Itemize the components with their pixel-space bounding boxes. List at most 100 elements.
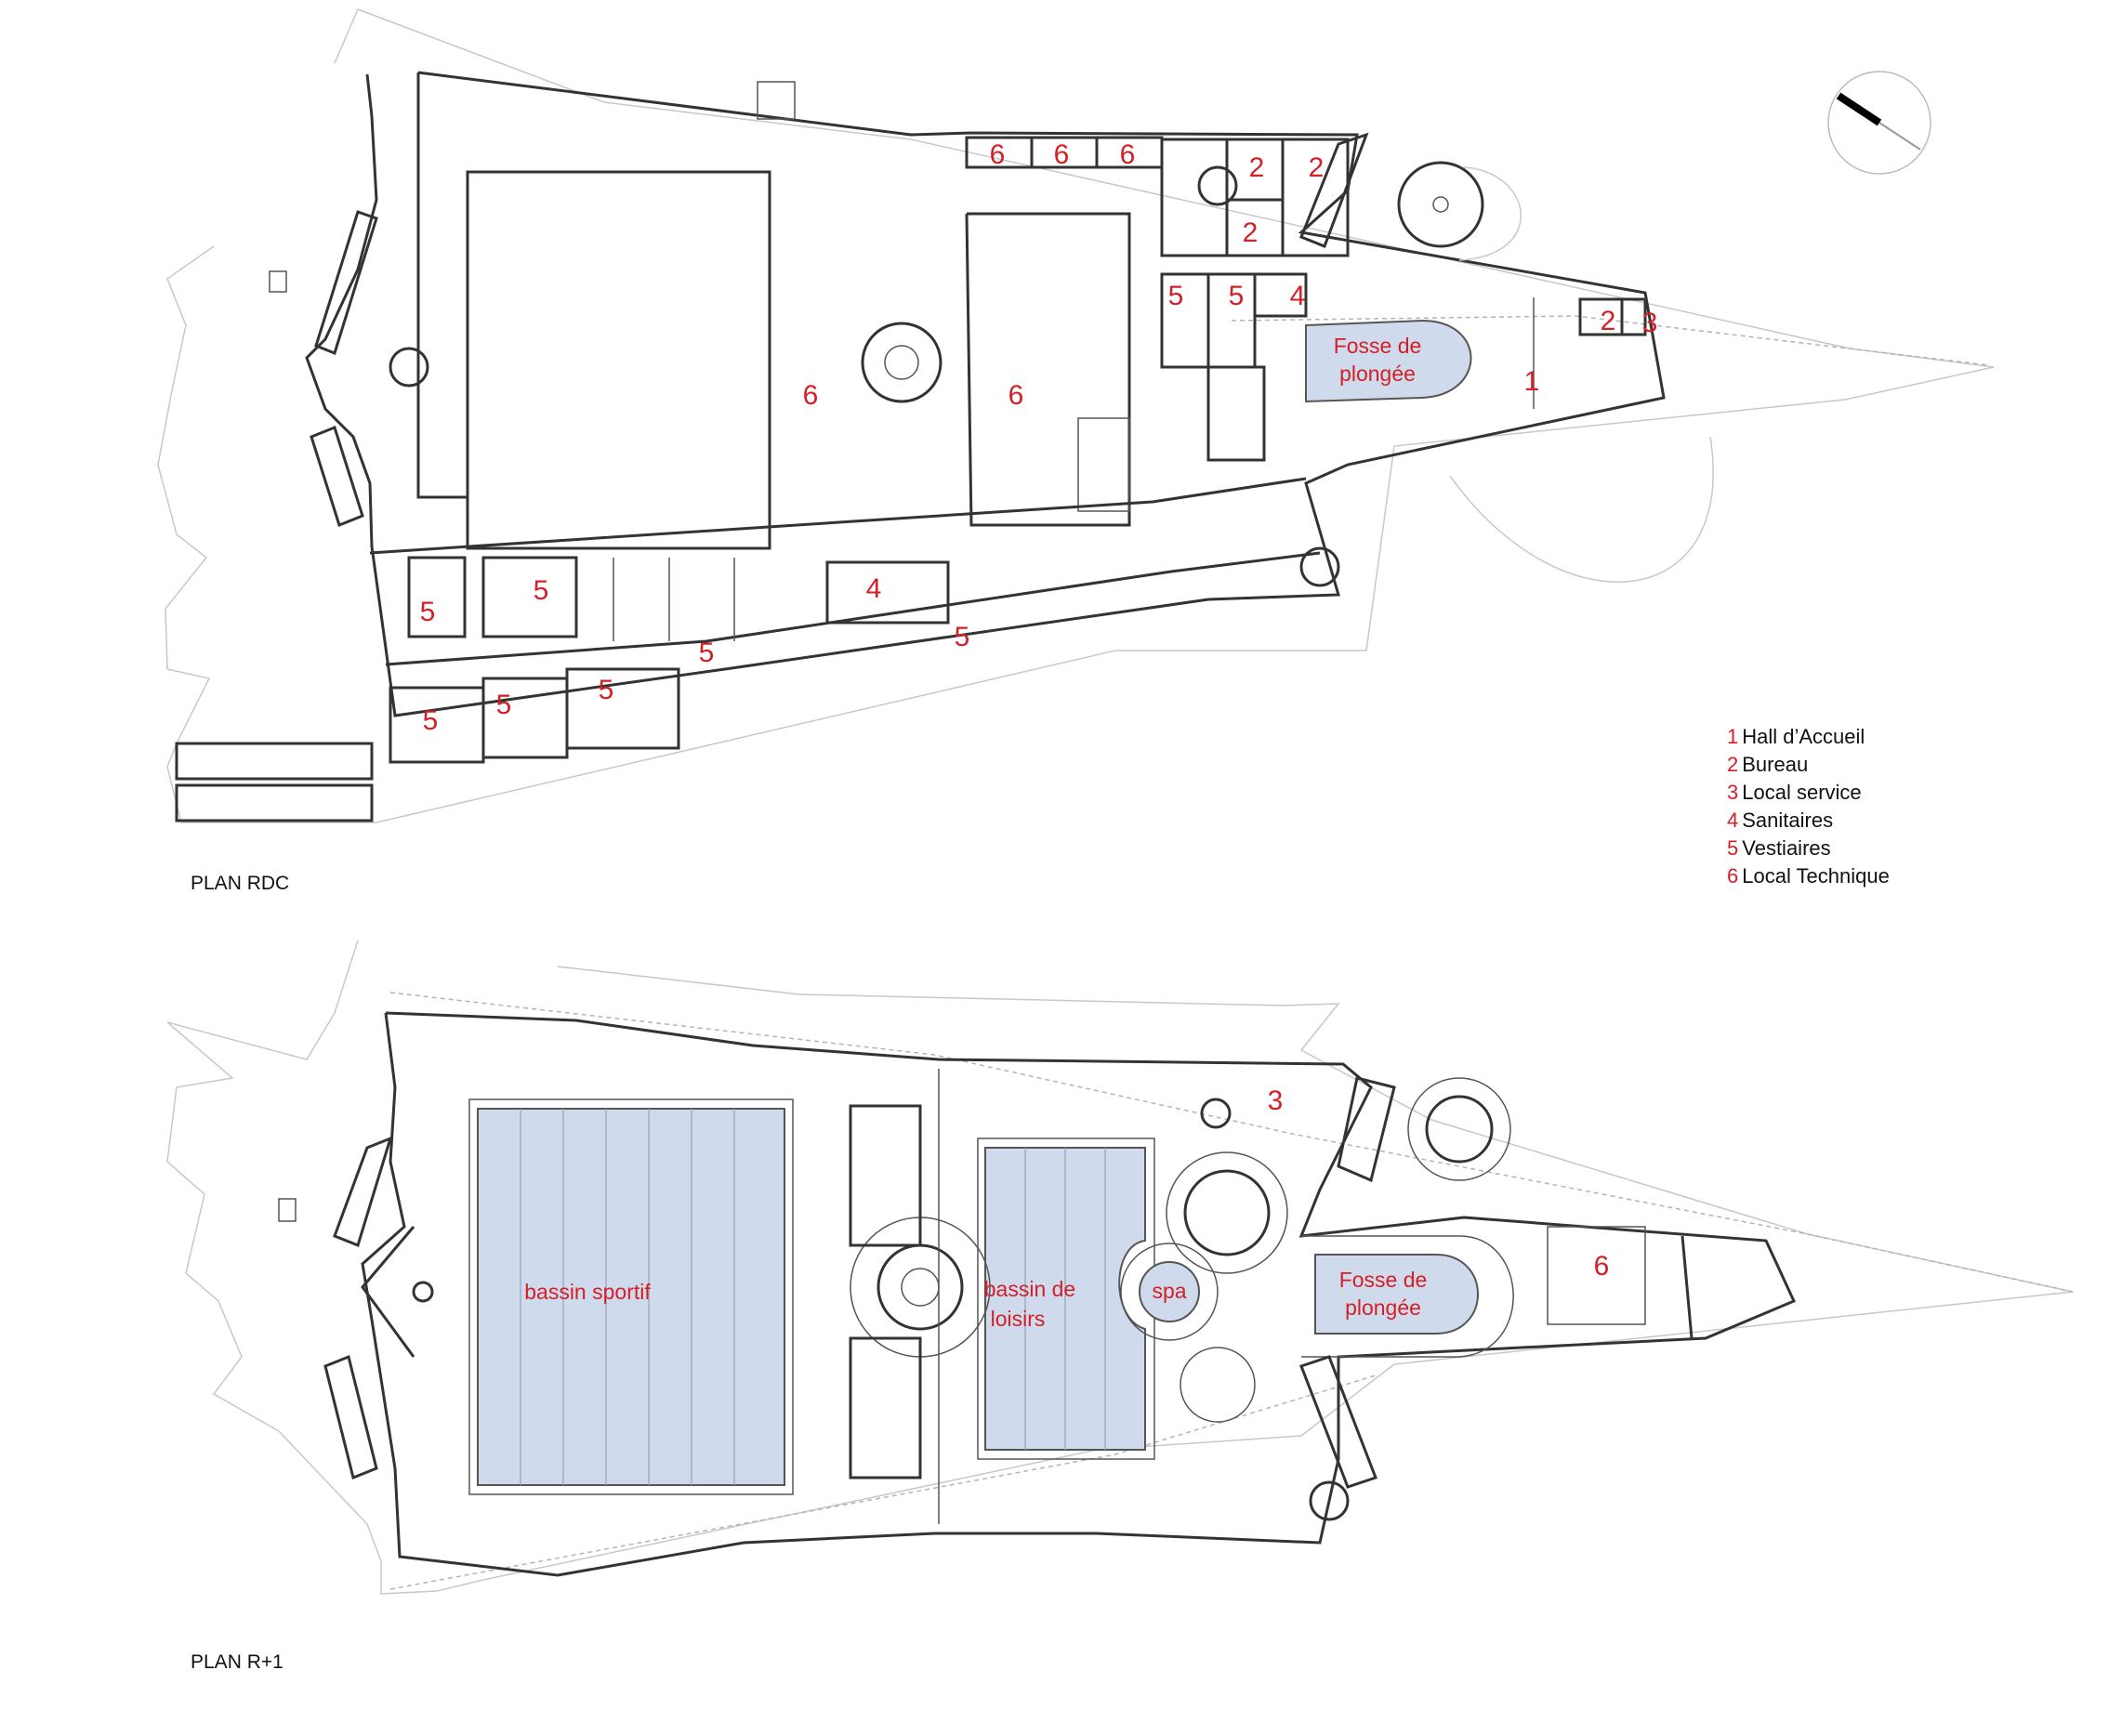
stair-w-upper xyxy=(314,210,378,355)
sanitaires-n xyxy=(1253,272,1308,318)
bassin-sportif-label: bassin sportif xyxy=(524,1280,651,1304)
bassin-loisirs-label: loisirs xyxy=(991,1307,1046,1331)
spa-label: spa xyxy=(1152,1279,1186,1303)
bassin-loisirs-label: bassin de xyxy=(984,1277,1075,1301)
spiral-stair-r1-2 xyxy=(1200,1098,1232,1129)
hall-a xyxy=(466,170,771,550)
room-num: 6 xyxy=(1008,380,1024,411)
hall-b xyxy=(965,212,1131,527)
spiral-stair-1 xyxy=(861,322,942,403)
fosse-label: Fosse de xyxy=(1334,334,1422,358)
site-outline xyxy=(157,8,1995,823)
spa-pool xyxy=(1139,1261,1200,1322)
plan-r1: bassin sportif bassin de loisirs spa Fos… xyxy=(166,940,2074,1673)
room-num: 6 xyxy=(990,139,1006,170)
spiral-stair-2 xyxy=(389,347,429,388)
round-room-2 xyxy=(1180,1347,1256,1423)
room-num: 2 xyxy=(1249,152,1265,183)
fosse-r1-edge xyxy=(1301,1235,1514,1358)
site-arc xyxy=(1449,436,1714,583)
corridor-line-2 xyxy=(385,551,1321,666)
projection-line-r1-s xyxy=(389,1374,1377,1590)
room-num: 2 xyxy=(1601,306,1616,336)
room-num: 6 xyxy=(1120,139,1136,170)
room-num: 5 xyxy=(699,638,715,668)
projection-line-r1 xyxy=(389,992,2074,1293)
annex-s1 xyxy=(175,742,374,781)
stair-ne xyxy=(1299,132,1369,248)
plan-rdc: 6 6 6 2 2 2 5 5 4 2 3 6 6 1 5 5 4 5 5 5 … xyxy=(157,8,1995,894)
vestiaire-s2 xyxy=(481,556,578,638)
hall-b-room xyxy=(1077,417,1130,512)
roof-vent xyxy=(757,81,796,120)
tower-r1-ne xyxy=(1425,1095,1494,1164)
spiral-stair-r1-3 xyxy=(1309,1480,1350,1521)
sanitaires-s xyxy=(825,560,950,625)
stair-r1-se xyxy=(1299,1355,1377,1489)
room-num: 5 xyxy=(534,575,549,606)
room-num: 2 xyxy=(1243,217,1259,248)
fosse-label: plongée xyxy=(1339,362,1416,386)
room-num: 3 xyxy=(1268,1085,1284,1116)
projection-line xyxy=(1231,315,1990,366)
offices-block xyxy=(1160,138,1350,257)
annex-w xyxy=(269,270,287,293)
room-num: 1 xyxy=(1524,366,1540,397)
room-num: 6 xyxy=(1054,139,1070,170)
fosse-r1 xyxy=(1314,1254,1479,1335)
spa-ring xyxy=(1120,1243,1219,1341)
room-num: 6 xyxy=(1594,1251,1610,1282)
room-num: 5 xyxy=(420,597,436,627)
spiral-stair-1-core xyxy=(884,345,919,380)
bassin-sportif-edge xyxy=(468,1098,794,1495)
room-num: 2 xyxy=(1309,152,1325,183)
bassin-sportif xyxy=(477,1108,785,1486)
apse-w xyxy=(361,1226,415,1358)
room-num: 5 xyxy=(496,690,512,720)
plan-r1-caption: PLAN R+1 xyxy=(191,1651,283,1673)
vestiaire-s5 xyxy=(565,667,680,750)
office-east xyxy=(1578,297,1647,336)
spiral-stair-r1-1 xyxy=(876,1243,964,1331)
tribune-s xyxy=(849,1336,922,1480)
stair-r1-w-lower xyxy=(323,1354,378,1480)
stair-w-lower xyxy=(310,426,364,527)
spiral-stair-3 xyxy=(1197,165,1238,206)
room-num: 5 xyxy=(423,705,439,736)
tribune-n xyxy=(849,1104,922,1247)
spiral-stair-4 xyxy=(1299,546,1340,587)
site-outline-r1 xyxy=(166,940,2074,1595)
room-num: 5 xyxy=(1229,281,1245,311)
room-num: 6 xyxy=(803,380,819,411)
room-num: 3 xyxy=(1642,308,1658,338)
vestiaire-s1 xyxy=(407,556,467,638)
plan-rdc-caption: PLAN RDC xyxy=(191,873,289,894)
stair-r1-w-upper xyxy=(333,1136,393,1247)
fosse-rdc xyxy=(1305,319,1472,403)
room-num: 4 xyxy=(1290,281,1306,311)
tower-ne-ring xyxy=(1458,166,1522,261)
fosse-r1-label: plongée xyxy=(1345,1295,1421,1320)
room-num: 4 xyxy=(866,573,882,604)
local-tech-r1 xyxy=(1547,1226,1646,1325)
room-n xyxy=(1206,365,1266,462)
corridor-line-1 xyxy=(369,477,1307,555)
stair-r1-ne xyxy=(1337,1076,1396,1183)
room-num: 5 xyxy=(599,675,614,705)
room-num: 5 xyxy=(1168,281,1184,311)
room-num: 5 xyxy=(955,622,970,652)
fosse-r1-label: Fosse de xyxy=(1339,1268,1428,1292)
annex-s2 xyxy=(175,783,374,822)
north-arrow-icon xyxy=(1827,71,1931,175)
round-room-1 xyxy=(1183,1169,1271,1256)
hall-a-wall xyxy=(416,72,468,499)
tower-ne xyxy=(1397,161,1484,248)
